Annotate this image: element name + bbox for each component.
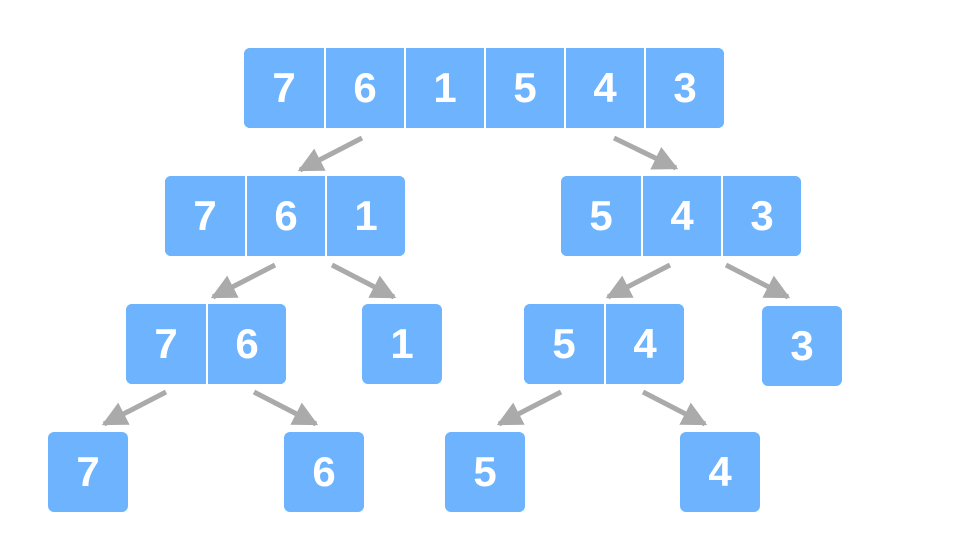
array-cell: 7 [48, 432, 128, 512]
array-block-level-3: 6 [284, 432, 364, 512]
array-cell: 1 [362, 304, 442, 384]
split-arrow [330, 262, 397, 300]
array-block-level-3: 7 [48, 432, 128, 512]
array-cell: 5 [445, 432, 525, 512]
array-cell: 1 [325, 176, 405, 256]
array-cell: 7 [126, 304, 206, 384]
split-arrow [210, 262, 277, 300]
array-cell: 1 [404, 48, 484, 128]
array-cell: 6 [284, 432, 364, 512]
array-cell: 3 [762, 306, 842, 386]
array-block-level-2: 1 [362, 304, 442, 384]
array-cell: 4 [641, 176, 721, 256]
array-cell: 5 [484, 48, 564, 128]
array-cell: 3 [721, 176, 801, 256]
split-arrow [252, 389, 319, 427]
array-cell: 6 [245, 176, 325, 256]
array-block-level-3: 5 [445, 432, 525, 512]
array-cell: 4 [604, 304, 684, 384]
array-cell: 7 [165, 176, 245, 256]
array-cell: 4 [564, 48, 644, 128]
split-arrow [297, 135, 364, 173]
split-arrow [612, 135, 679, 171]
array-block-level-3: 4 [680, 432, 760, 512]
array-cell: 7 [244, 48, 324, 128]
array-cell: 6 [206, 304, 286, 384]
array-cell: 5 [524, 304, 604, 384]
split-arrow [496, 389, 563, 427]
array-cell: 6 [324, 48, 404, 128]
array-cell: 5 [561, 176, 641, 256]
split-arrow [101, 389, 168, 427]
array-cell: 4 [680, 432, 760, 512]
array-block-level-2: 3 [762, 306, 842, 386]
split-arrow [724, 262, 791, 300]
array-cell: 3 [644, 48, 724, 128]
split-arrow [641, 389, 708, 427]
split-arrow [605, 262, 672, 300]
